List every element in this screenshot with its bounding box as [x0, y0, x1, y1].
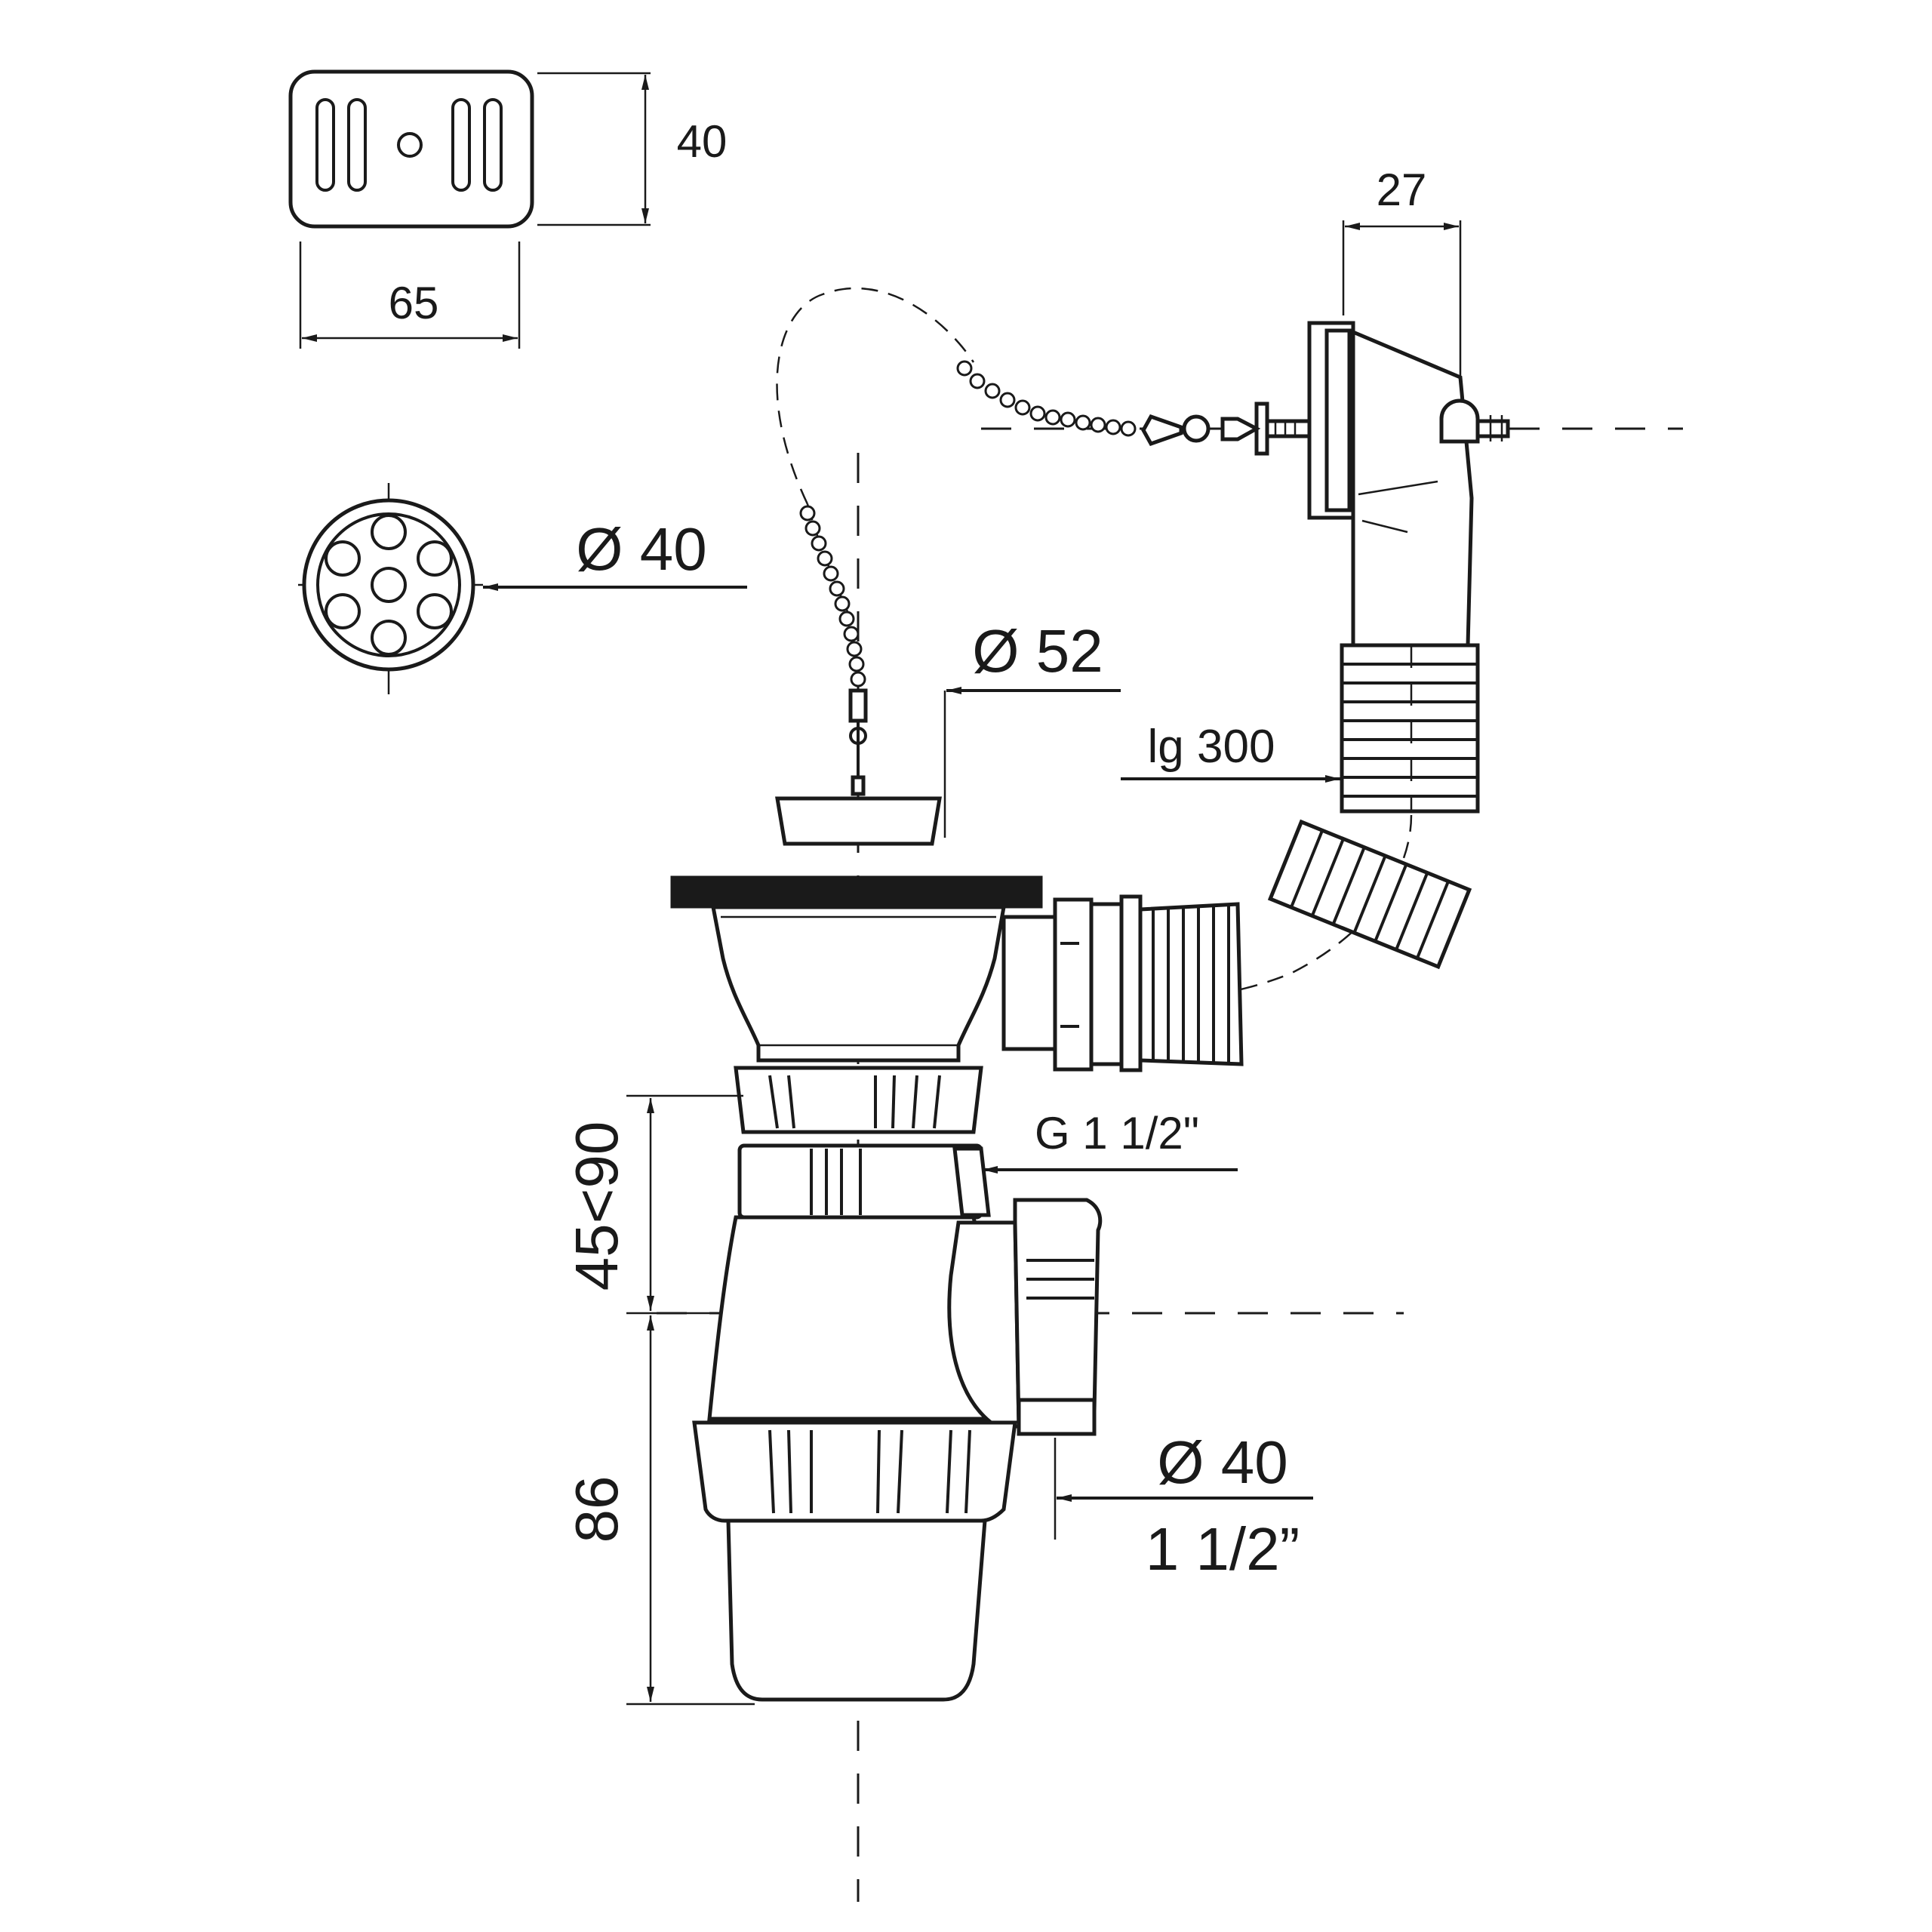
outlet-inch-label: 1 1/2” [1146, 1515, 1300, 1583]
adjust-height-label: 45<90 [563, 1121, 630, 1291]
outlet-diameter-leader [1054, 1438, 1313, 1540]
overflow-height-label: 40 [677, 116, 728, 167]
trap-height-label: 86 [563, 1476, 630, 1543]
sink-plug [775, 503, 942, 846]
overflow-fitting [776, 220, 1510, 814]
dimension-overflow-width [299, 242, 521, 349]
overflow-connector [1001, 894, 1244, 1072]
plug-chain [799, 505, 866, 688]
outlet-diameter-label: Ø 40 [1157, 1429, 1287, 1496]
overflow-hose [1340, 643, 1480, 814]
bottle-trap [692, 1066, 1103, 1702]
plug-diameter-leader [943, 687, 1121, 838]
dimension-trap-height [626, 1315, 755, 1706]
overflow-width-label: 65 [389, 278, 439, 328]
overflow-chain [956, 360, 1137, 437]
overflow-cover-plate [288, 69, 534, 229]
overflow-depth-label: 27 [1377, 165, 1427, 215]
grid-diameter-label: Ø 40 [576, 515, 706, 583]
dimension-overflow-height [537, 72, 651, 226]
sink-basket [670, 875, 1043, 1063]
thread-size-label: G 1 1/2" [1035, 1108, 1199, 1158]
plug-diameter-label: Ø 52 [972, 617, 1103, 685]
strainer-grid [298, 483, 483, 694]
hose-length-label: lg 300 [1148, 721, 1275, 773]
dimension-adjust-height [626, 1094, 743, 1315]
